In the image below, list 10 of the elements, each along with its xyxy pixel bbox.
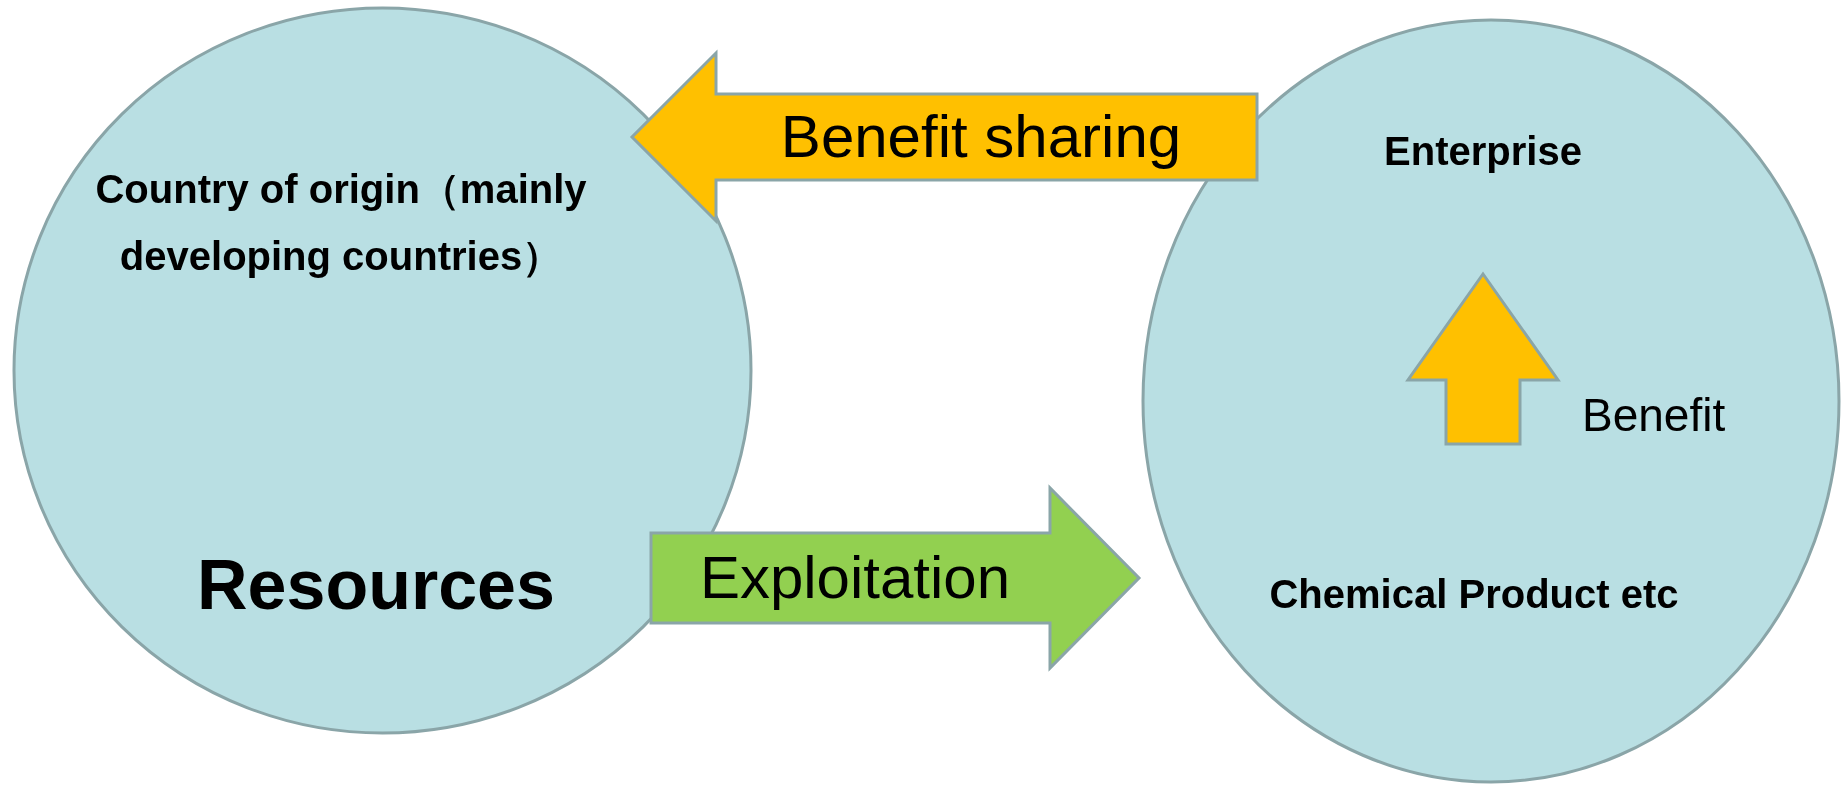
block-arrow <box>629 49 1259 225</box>
edge-label: Benefit sharing <box>780 102 1182 172</box>
node-label: Chemical Product etc <box>1269 571 1679 618</box>
block-arrow <box>649 484 1142 672</box>
node-label: Resources <box>197 545 555 626</box>
node-label: Enterprise <box>1384 128 1582 175</box>
edge-label: Benefit <box>1582 388 1726 443</box>
block-arrow <box>1405 271 1561 446</box>
node-label: Country of origin（mainly developing countries） <box>94 166 588 280</box>
edge-label: Exploitation <box>699 543 1011 613</box>
